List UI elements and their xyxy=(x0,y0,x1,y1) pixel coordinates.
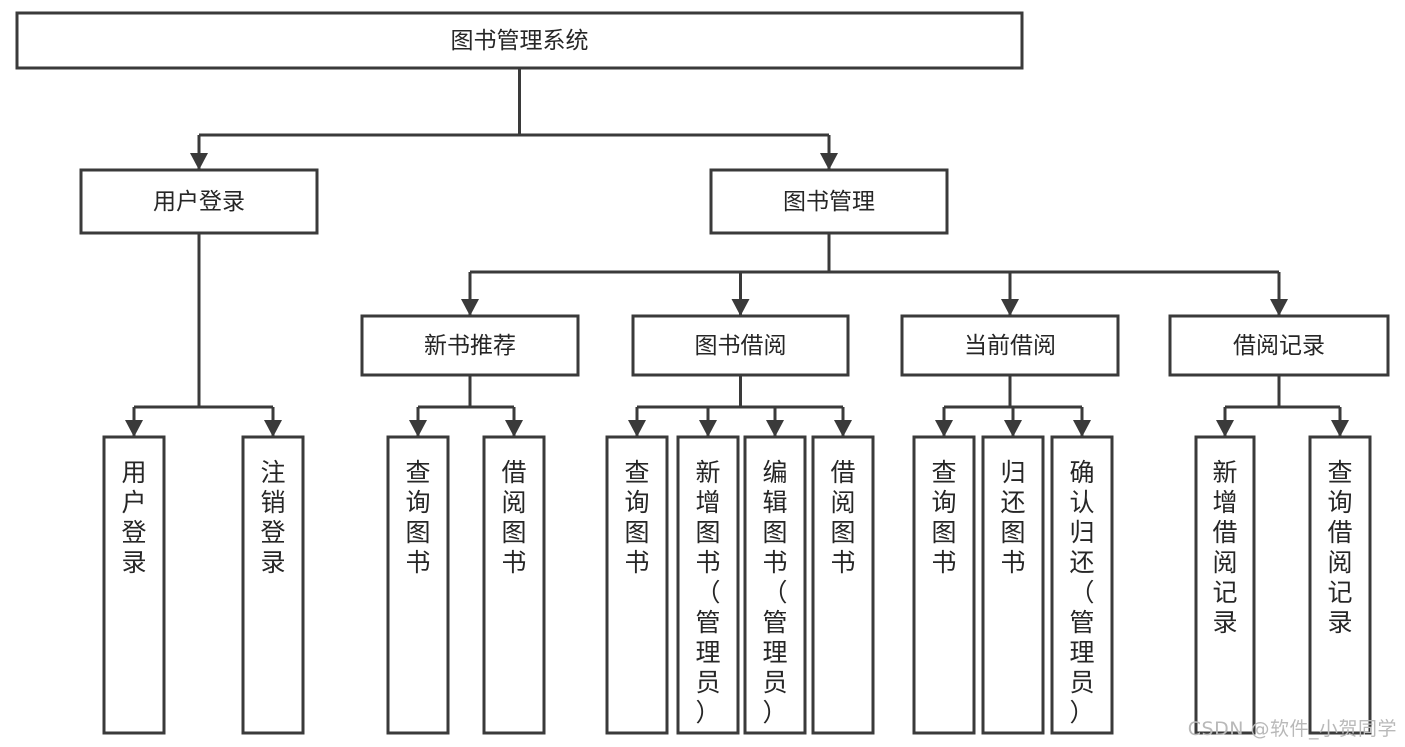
node-leaf-edit-book-admin[interactable]: 编辑图书（管理员） xyxy=(743,435,807,735)
node-leaf-user-login[interactable]: 用户登录 xyxy=(102,435,166,735)
node-label-current-borrow: 当前借阅 xyxy=(964,333,1056,359)
node-leaf-borrow-book[interactable]: 借阅图书 xyxy=(811,435,875,735)
connector-new-book-recommend-to-leaves xyxy=(409,375,523,437)
node-label-leaf-add-book-admin: 新增图书（管理员） xyxy=(695,458,720,727)
node-label-leaf-add-borrow-record: 新增借阅记录 xyxy=(1212,458,1237,637)
node-current-borrow[interactable]: 当前借阅 xyxy=(900,314,1120,377)
node-leaf-logout[interactable]: 注销登录 xyxy=(241,435,305,735)
node-box-root xyxy=(15,11,1024,70)
connector-borrow-record-to-leaves xyxy=(1216,375,1349,437)
node-box-book-management xyxy=(709,168,949,235)
arrow-head-icon xyxy=(264,420,282,437)
node-leaf-query-borrow-record[interactable]: 查询借阅记录 xyxy=(1308,435,1372,735)
node-label-leaf-logout: 注销登录 xyxy=(260,458,285,577)
node-label-leaf-borrow-book: 借阅图书 xyxy=(830,458,855,577)
node-leaf-query-book-current[interactable]: 查询图书 xyxy=(912,435,976,735)
arrow-head-icon xyxy=(1331,420,1349,437)
node-box-leaf-return-book xyxy=(981,435,1045,735)
arrow-head-icon xyxy=(1001,299,1019,316)
connector-bookmgmt-to-level3 xyxy=(461,233,1288,316)
node-label-book-borrow: 图书借阅 xyxy=(695,333,787,359)
node-book-management[interactable]: 图书管理 xyxy=(709,168,949,235)
node-label-new-book-recommend: 新书推荐 xyxy=(424,333,516,359)
arrow-head-icon xyxy=(409,420,427,437)
node-box-leaf-add-borrow-record xyxy=(1194,435,1256,735)
connector-root-to-level2 xyxy=(190,68,838,170)
arrow-head-icon xyxy=(1270,299,1288,316)
node-book-borrow[interactable]: 图书借阅 xyxy=(631,314,850,377)
node-root[interactable]: 图书管理系统 xyxy=(15,11,1024,70)
node-label-leaf-edit-book-admin: 编辑图书（管理员） xyxy=(762,458,787,727)
node-leaf-query-book-borrow[interactable]: 查询图书 xyxy=(605,435,669,735)
arrow-head-icon xyxy=(935,420,953,437)
node-label-user-login: 用户登录 xyxy=(153,189,245,215)
node-box-leaf-query-book-recommend xyxy=(386,435,450,735)
node-leaf-add-book-admin[interactable]: 新增图书（管理员） xyxy=(676,435,740,735)
node-leaf-confirm-return-admin[interactable]: 确认归还（管理员） xyxy=(1050,435,1114,735)
arrow-head-icon xyxy=(766,420,784,437)
node-box-leaf-edit-book-admin xyxy=(743,435,807,735)
arrow-head-icon xyxy=(731,299,750,316)
arrow-head-icon xyxy=(820,153,838,170)
node-box-leaf-query-book-borrow xyxy=(605,435,669,735)
connector-current-borrow-to-leaves xyxy=(935,375,1091,437)
connector-book-borrow-to-leaves xyxy=(628,375,852,437)
connector-user-login-to-leaves xyxy=(125,233,282,437)
node-leaf-return-book[interactable]: 归还图书 xyxy=(981,435,1045,735)
node-label-leaf-borrow-book-recommend: 借阅图书 xyxy=(501,458,526,577)
node-box-current-borrow xyxy=(900,314,1120,377)
node-box-book-borrow xyxy=(631,314,850,377)
node-label-leaf-query-borrow-record: 查询借阅记录 xyxy=(1327,458,1352,637)
node-layer: 图书管理系统用户登录图书管理新书推荐图书借阅当前借阅借阅记录用户登录注销登录查询… xyxy=(15,11,1390,735)
arrow-head-icon xyxy=(461,299,479,316)
node-box-user-login xyxy=(79,168,319,235)
node-label-leaf-query-book-current: 查询图书 xyxy=(931,458,956,577)
node-box-leaf-query-book-current xyxy=(912,435,976,735)
node-label-borrow-record: 借阅记录 xyxy=(1233,333,1325,359)
node-label-leaf-query-book-borrow: 查询图书 xyxy=(624,458,649,577)
node-label-leaf-confirm-return-admin: 确认归还（管理员） xyxy=(1069,458,1094,727)
node-label-leaf-user-login: 用户登录 xyxy=(121,458,146,577)
node-box-leaf-confirm-return-admin xyxy=(1050,435,1114,735)
arrow-head-icon xyxy=(125,420,143,437)
arrow-head-icon xyxy=(834,420,852,437)
arrow-head-icon xyxy=(1004,420,1022,437)
arrow-head-icon xyxy=(628,420,646,437)
node-borrow-record[interactable]: 借阅记录 xyxy=(1168,314,1390,377)
node-box-leaf-user-login xyxy=(102,435,166,735)
node-box-leaf-borrow-book-recommend xyxy=(482,435,546,735)
node-box-leaf-query-borrow-record xyxy=(1308,435,1372,735)
node-label-leaf-return-book: 归还图书 xyxy=(1000,458,1025,577)
connector-layer xyxy=(125,68,1349,437)
node-user-login[interactable]: 用户登录 xyxy=(79,168,319,235)
node-label-book-management: 图书管理 xyxy=(783,189,875,215)
node-leaf-borrow-book-recommend[interactable]: 借阅图书 xyxy=(482,435,546,735)
node-new-book-recommend[interactable]: 新书推荐 xyxy=(360,314,580,377)
node-box-leaf-borrow-book xyxy=(811,435,875,735)
arrow-head-icon xyxy=(190,153,208,170)
arrow-head-icon xyxy=(505,420,523,437)
node-box-leaf-add-book-admin xyxy=(676,435,740,735)
node-label-root: 图书管理系统 xyxy=(451,28,589,54)
arrow-head-icon xyxy=(699,420,717,437)
node-box-leaf-logout xyxy=(241,435,305,735)
arrow-head-icon xyxy=(1073,420,1091,437)
node-leaf-add-borrow-record[interactable]: 新增借阅记录 xyxy=(1194,435,1256,735)
node-leaf-query-book-recommend[interactable]: 查询图书 xyxy=(386,435,450,735)
node-box-new-book-recommend xyxy=(360,314,580,377)
node-box-borrow-record xyxy=(1168,314,1390,377)
node-label-leaf-query-book-recommend: 查询图书 xyxy=(405,458,430,577)
arrow-head-icon xyxy=(1216,420,1234,437)
